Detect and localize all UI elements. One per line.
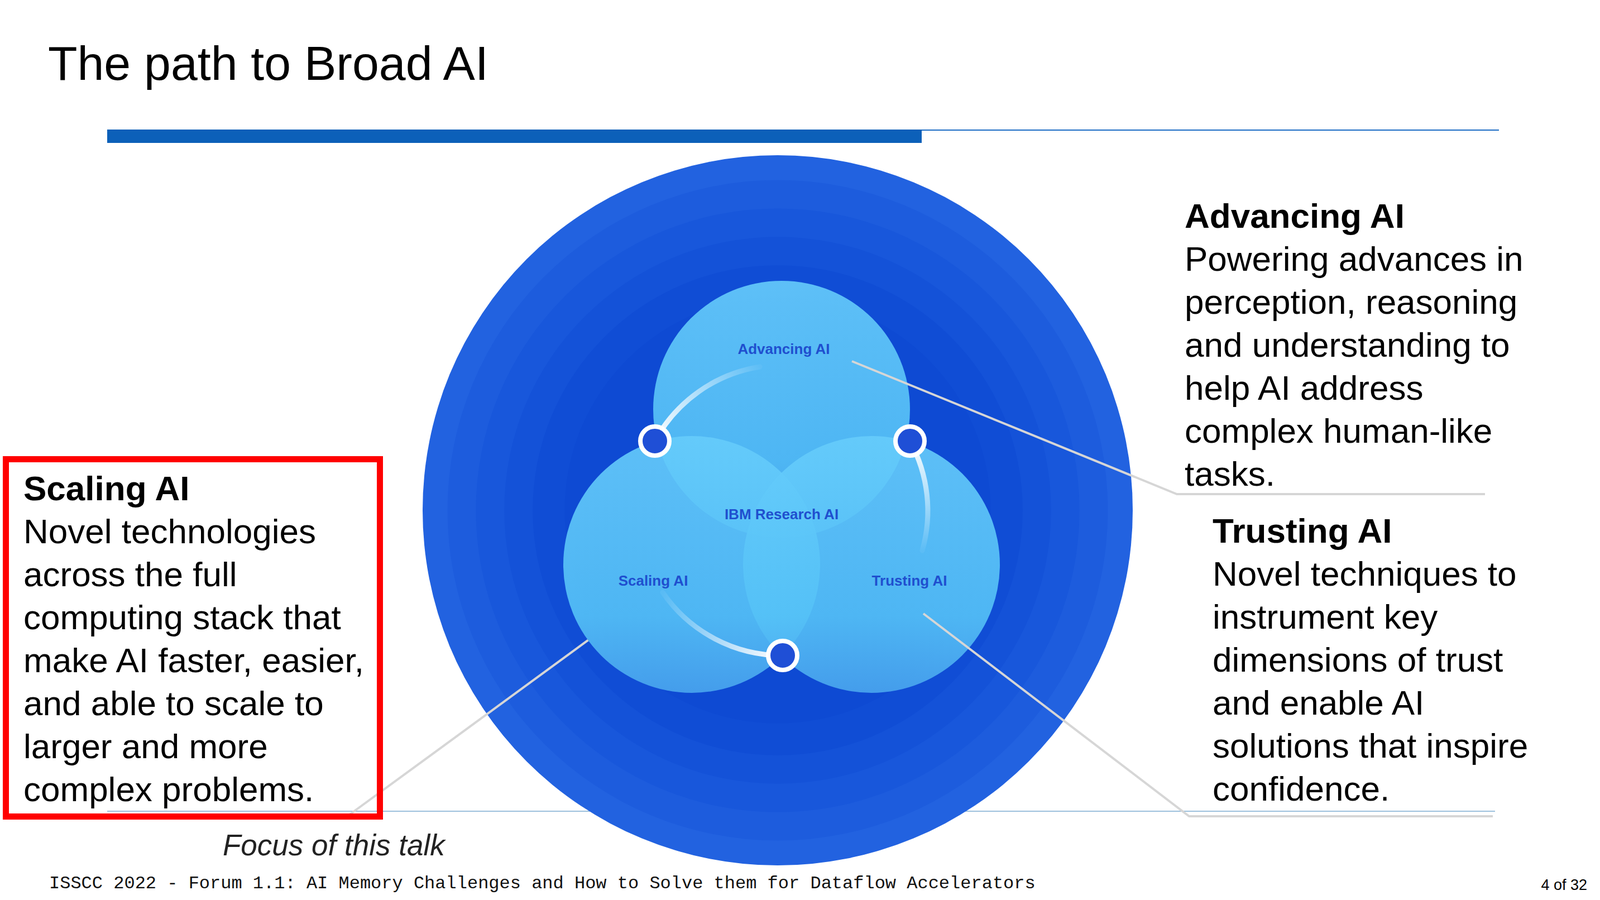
box-body: Novel technologies across the full compu… — [23, 509, 377, 811]
footer-caption: ISSCC 2022 - Forum 1.1: AI Memory Challe… — [49, 872, 1036, 895]
focus-note: Focus of this talk — [222, 828, 445, 862]
page-number: 4 of 32 — [1540, 875, 1588, 894]
callout-heading: Advancing AI — [1184, 194, 1542, 238]
cycle-dot — [640, 426, 670, 456]
outer-circle: IBM Research AI Advancing AI Scaling AI Tru… — [422, 155, 1133, 866]
circle-label: IBM Research AI — [724, 505, 839, 524]
title-bar — [107, 129, 922, 143]
callout-heading: Trusting AI — [1212, 509, 1555, 553]
cycle-dot — [895, 426, 925, 456]
callout-body: Powering advances in perception, reasoni… — [1184, 237, 1542, 496]
circle-label: Scaling AI — [618, 571, 689, 590]
circle-ring — [447, 180, 1109, 841]
circle-ring — [422, 155, 1133, 866]
title-rule — [921, 129, 1499, 131]
focus-box: Scaling AINovel technologies across the … — [2, 456, 383, 820]
cycle-dot — [768, 640, 798, 670]
venn-circle-fill — [743, 436, 1000, 693]
slide-title: The path to Broad AI — [48, 35, 489, 91]
circle-ring — [532, 265, 1023, 756]
callout-body: Novel techniques to instrument key dimen… — [1212, 552, 1555, 811]
circle-ring — [504, 236, 1051, 784]
box-heading: Scaling AI — [23, 466, 377, 510]
circle-ring — [475, 208, 1080, 812]
circle-label: Advancing AI — [737, 339, 830, 358]
circle-label: Trusting AI — [872, 571, 948, 590]
